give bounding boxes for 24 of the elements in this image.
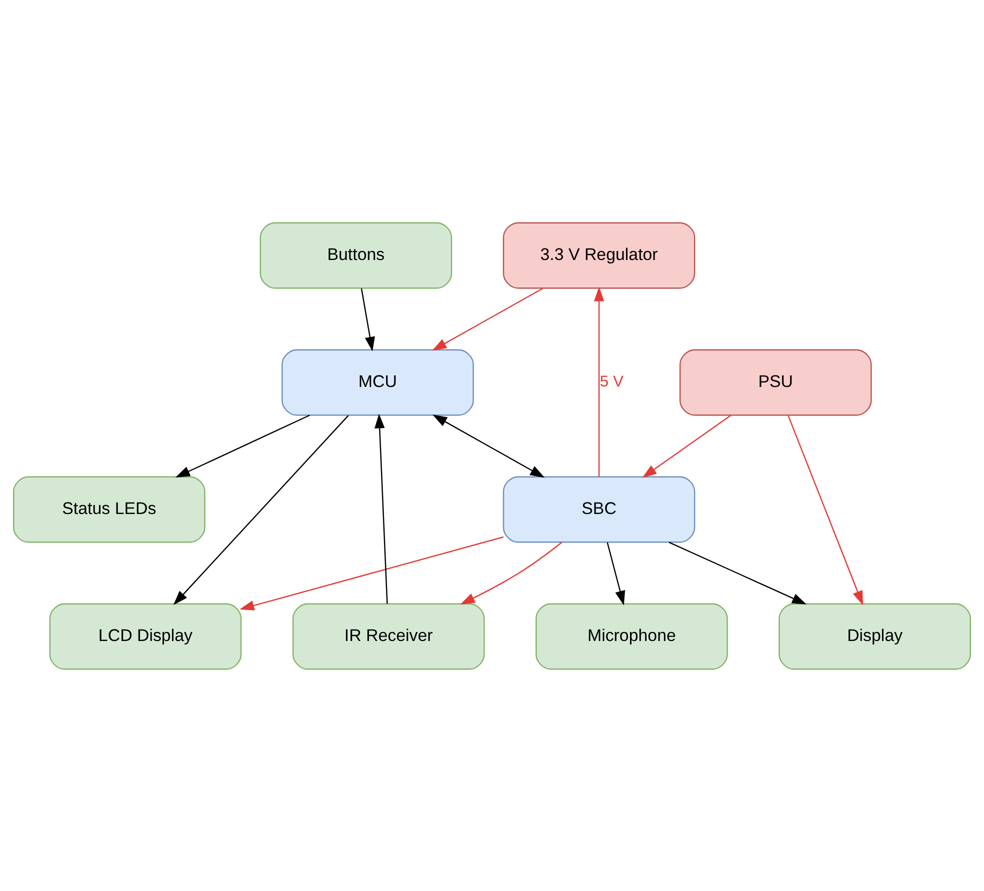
node-box: Display [778, 602, 971, 670]
node-box: Buttons [260, 222, 452, 288]
node-box: Microphone [536, 602, 728, 670]
arrow [460, 541, 562, 604]
arrow [173, 414, 349, 605]
node-box: SBC [502, 476, 696, 542]
arrow [606, 542, 626, 605]
arrow [360, 288, 375, 351]
arrow [668, 541, 807, 604]
arrow [642, 414, 731, 478]
node-box: MCU [282, 348, 474, 416]
node-box: PSU [679, 348, 872, 416]
arrow [432, 414, 545, 478]
node-box: 3.3 V Regulator [502, 222, 696, 288]
edge-label: 5 V [600, 373, 624, 390]
node-box: Status LEDs [13, 476, 206, 542]
node-box: LCD Display [49, 602, 242, 670]
arrow [594, 286, 604, 476]
arrow [175, 414, 310, 478]
arrow [788, 414, 864, 605]
arrow [240, 536, 504, 610]
node-box: IR Receiver [292, 602, 485, 670]
arrow [432, 287, 543, 350]
arrow [374, 413, 388, 604]
